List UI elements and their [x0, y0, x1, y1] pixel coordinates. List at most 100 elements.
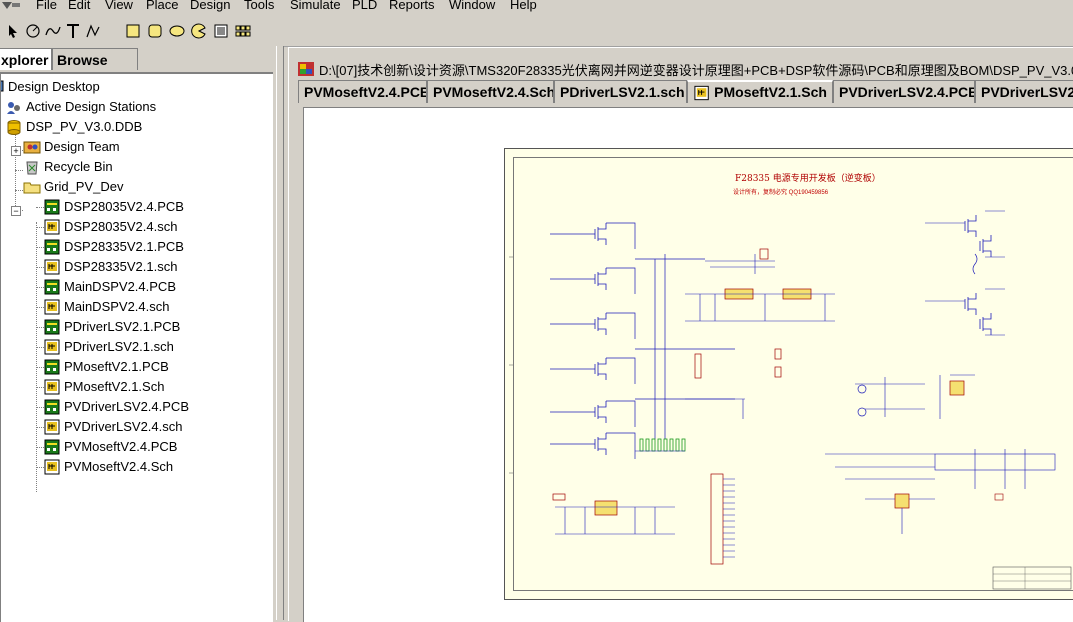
mosfet-symbol	[964, 293, 977, 315]
mosfet-symbol	[979, 235, 992, 257]
explorer-tree: + − Design Desktop Active Design Station…	[0, 72, 273, 622]
tab-browse-sch[interactable]: Browse Sch	[52, 48, 138, 90]
tree-file-item[interactable]: MainDSPV2.4.sch	[43, 297, 170, 317]
menu-view[interactable]: View	[105, 0, 133, 12]
tab-pvdriverlsv2-4[interactable]: PVDriverLSV2.4	[975, 80, 1073, 103]
pcb-document-icon	[44, 279, 60, 295]
menu-file[interactable]: File	[36, 0, 57, 12]
schematic-document-icon	[694, 85, 709, 100]
document-path: D:\[07]技术创新\设计资源\TMS320F28335光伏离网并网逆变器设计…	[319, 62, 1073, 78]
menu-bar: File Edit View Place Design Tools Simulate PLD R…	[0, 0, 1073, 14]
tab-pvmoseftv2-4-sch[interactable]: PVMoseftV2.4.Sch	[427, 80, 554, 103]
mosfet-symbol	[979, 313, 992, 335]
schematic-document-icon	[44, 339, 60, 355]
tree-item-design-team[interactable]: Design Team	[23, 137, 120, 157]
menu-window[interactable]: Window	[449, 0, 496, 12]
tree-file-item[interactable]: PDriverLSV2.1.PCB	[43, 317, 180, 337]
schematic-drawing	[509, 210, 1072, 590]
tree-file-item[interactable]: DSP28335V2.1.sch	[43, 257, 177, 277]
panel-tabs: xplorer Browse Sch	[0, 48, 276, 90]
schematic-document-icon	[44, 299, 60, 315]
tree-item-grid-pv-dev[interactable]: Grid_PV_Dev	[23, 177, 123, 197]
menu-edit[interactable]: Edit	[68, 0, 91, 12]
tab-pdriverlsv2-1-sch[interactable]: PDriverLSV2.1.sch	[554, 80, 687, 103]
mosfet-symbol	[594, 313, 607, 335]
menu-design[interactable]: Design	[190, 0, 231, 12]
tree-item-active-stations[interactable]: Active Design Stations	[5, 97, 156, 117]
tree-file-item[interactable]: DSP28035V2.4.sch	[43, 217, 177, 237]
tree-file-item[interactable]: PDriverLSV2.1.sch	[43, 337, 174, 357]
menu-help[interactable]: Help	[510, 0, 537, 12]
tree-file-item[interactable]: PVDriverLSV2.4.PCB	[43, 397, 189, 417]
rectangle-icon[interactable]	[123, 21, 143, 41]
schematic-document-icon	[44, 219, 60, 235]
wave-icon[interactable]	[43, 21, 63, 41]
recycle-bin-icon	[26, 161, 38, 175]
desktop-icon	[1, 80, 4, 92]
pcb-document-icon	[44, 439, 60, 455]
schematic-document-icon	[44, 459, 60, 475]
tree-file-item[interactable]: PMoseftV2.1.Sch	[43, 377, 164, 397]
tree-file-item[interactable]: DSP28035V2.4.PCB	[43, 197, 184, 217]
pcb-document-icon	[44, 239, 60, 255]
tree-file-item[interactable]: PVMoseftV2.4.Sch	[43, 457, 173, 477]
schematic-sheet: F28335 电源专用开发板（逆变板） 设计所有，复制必究 QQ19045985…	[504, 148, 1073, 600]
tree-file-item[interactable]: MainDSPV2.4.PCB	[43, 277, 176, 297]
image-icon[interactable]	[211, 21, 231, 41]
panel-splitter[interactable]	[276, 46, 284, 620]
menu-simulate[interactable]: Simulate	[290, 0, 341, 12]
menu-place[interactable]: Place	[146, 0, 179, 12]
app-menu-icon[interactable]	[0, 0, 24, 12]
pcb-document-icon	[44, 199, 60, 215]
pointer-icon[interactable]	[3, 21, 23, 41]
schematic-document-icon	[44, 259, 60, 275]
ddb-icon	[298, 62, 314, 76]
tree-file-item[interactable]: PMoseftV2.1.PCB	[43, 357, 169, 377]
mosfet-symbol	[594, 433, 607, 455]
document-window: D:\[07]技术创新\设计资源\TMS320F28335光伏离网并网逆变器设计…	[288, 47, 1073, 622]
tree-item-recycle-bin[interactable]: Recycle Bin	[23, 157, 113, 177]
text-icon[interactable]	[63, 21, 83, 41]
tree-file-item[interactable]: PVDriverLSV2.4.sch	[43, 417, 183, 437]
sheet-subtitle: 设计所有，复制必究 QQ190459856	[733, 190, 829, 196]
tree-file-item[interactable]: PVMoseftV2.4.PCB	[43, 437, 177, 457]
array-icon[interactable]	[233, 21, 253, 41]
tree-item-ddb[interactable]: DSP_PV_V3.0.DDB	[5, 117, 142, 137]
tree-item-design-desktop[interactable]: Design Desktop	[1, 77, 100, 97]
collapse-grid-folder-button[interactable]: −	[11, 206, 21, 216]
menu-tools[interactable]: Tools	[244, 0, 275, 12]
rotate-icon[interactable]	[23, 21, 43, 41]
tab-explorer[interactable]: xplorer	[0, 48, 52, 70]
ellipse-icon[interactable]	[167, 21, 187, 41]
tree-file-item[interactable]: DSP28335V2.1.PCB	[43, 237, 184, 257]
schematic-document-icon	[44, 379, 60, 395]
pie-icon[interactable]	[189, 21, 209, 41]
polyline-icon[interactable]	[83, 21, 103, 41]
menu-reports[interactable]: Reports	[389, 0, 435, 12]
pcb-document-icon	[44, 359, 60, 375]
menu-pld[interactable]: PLD	[352, 0, 378, 12]
database-icon	[7, 120, 21, 135]
mosfet-symbol	[594, 223, 607, 245]
stations-icon	[7, 102, 20, 114]
team-icon	[23, 141, 41, 154]
expand-design-team-button[interactable]: +	[11, 146, 21, 156]
tab-pvmoseftv2-4-pcb[interactable]: PVMoseftV2.4.PCB	[298, 80, 427, 103]
schematic-canvas[interactable]: F28335 电源专用开发板（逆变板） 设计所有，复制必究 QQ19045985…	[303, 107, 1073, 622]
pcb-document-icon	[44, 319, 60, 335]
sheet-title: F28335 电源专用开发板（逆变板）	[735, 174, 881, 184]
sheet-border	[513, 157, 1073, 591]
pcb-document-icon	[44, 399, 60, 415]
folder-icon	[23, 182, 41, 194]
mosfet-symbol	[594, 268, 607, 290]
document-title-bar: D:\[07]技术创新\设计资源\TMS320F28335光伏离网并网逆变器设计…	[297, 59, 1073, 79]
mosfet-symbol	[594, 401, 607, 423]
drawing-toolbar	[0, 16, 1073, 47]
design-explorer-panel: xplorer Browse Sch + − Design Desktop Ac…	[0, 46, 276, 622]
tab-pmoseftv2-1-sch[interactable]: PMoseftV2.1.Sch	[687, 80, 833, 103]
schematic-document-icon	[44, 419, 60, 435]
mosfet-symbol	[964, 215, 977, 237]
rounded-rectangle-icon[interactable]	[145, 21, 165, 41]
tab-pvdriverlsv2-4-pcb[interactable]: PVDriverLSV2.4.PCB	[833, 80, 975, 103]
